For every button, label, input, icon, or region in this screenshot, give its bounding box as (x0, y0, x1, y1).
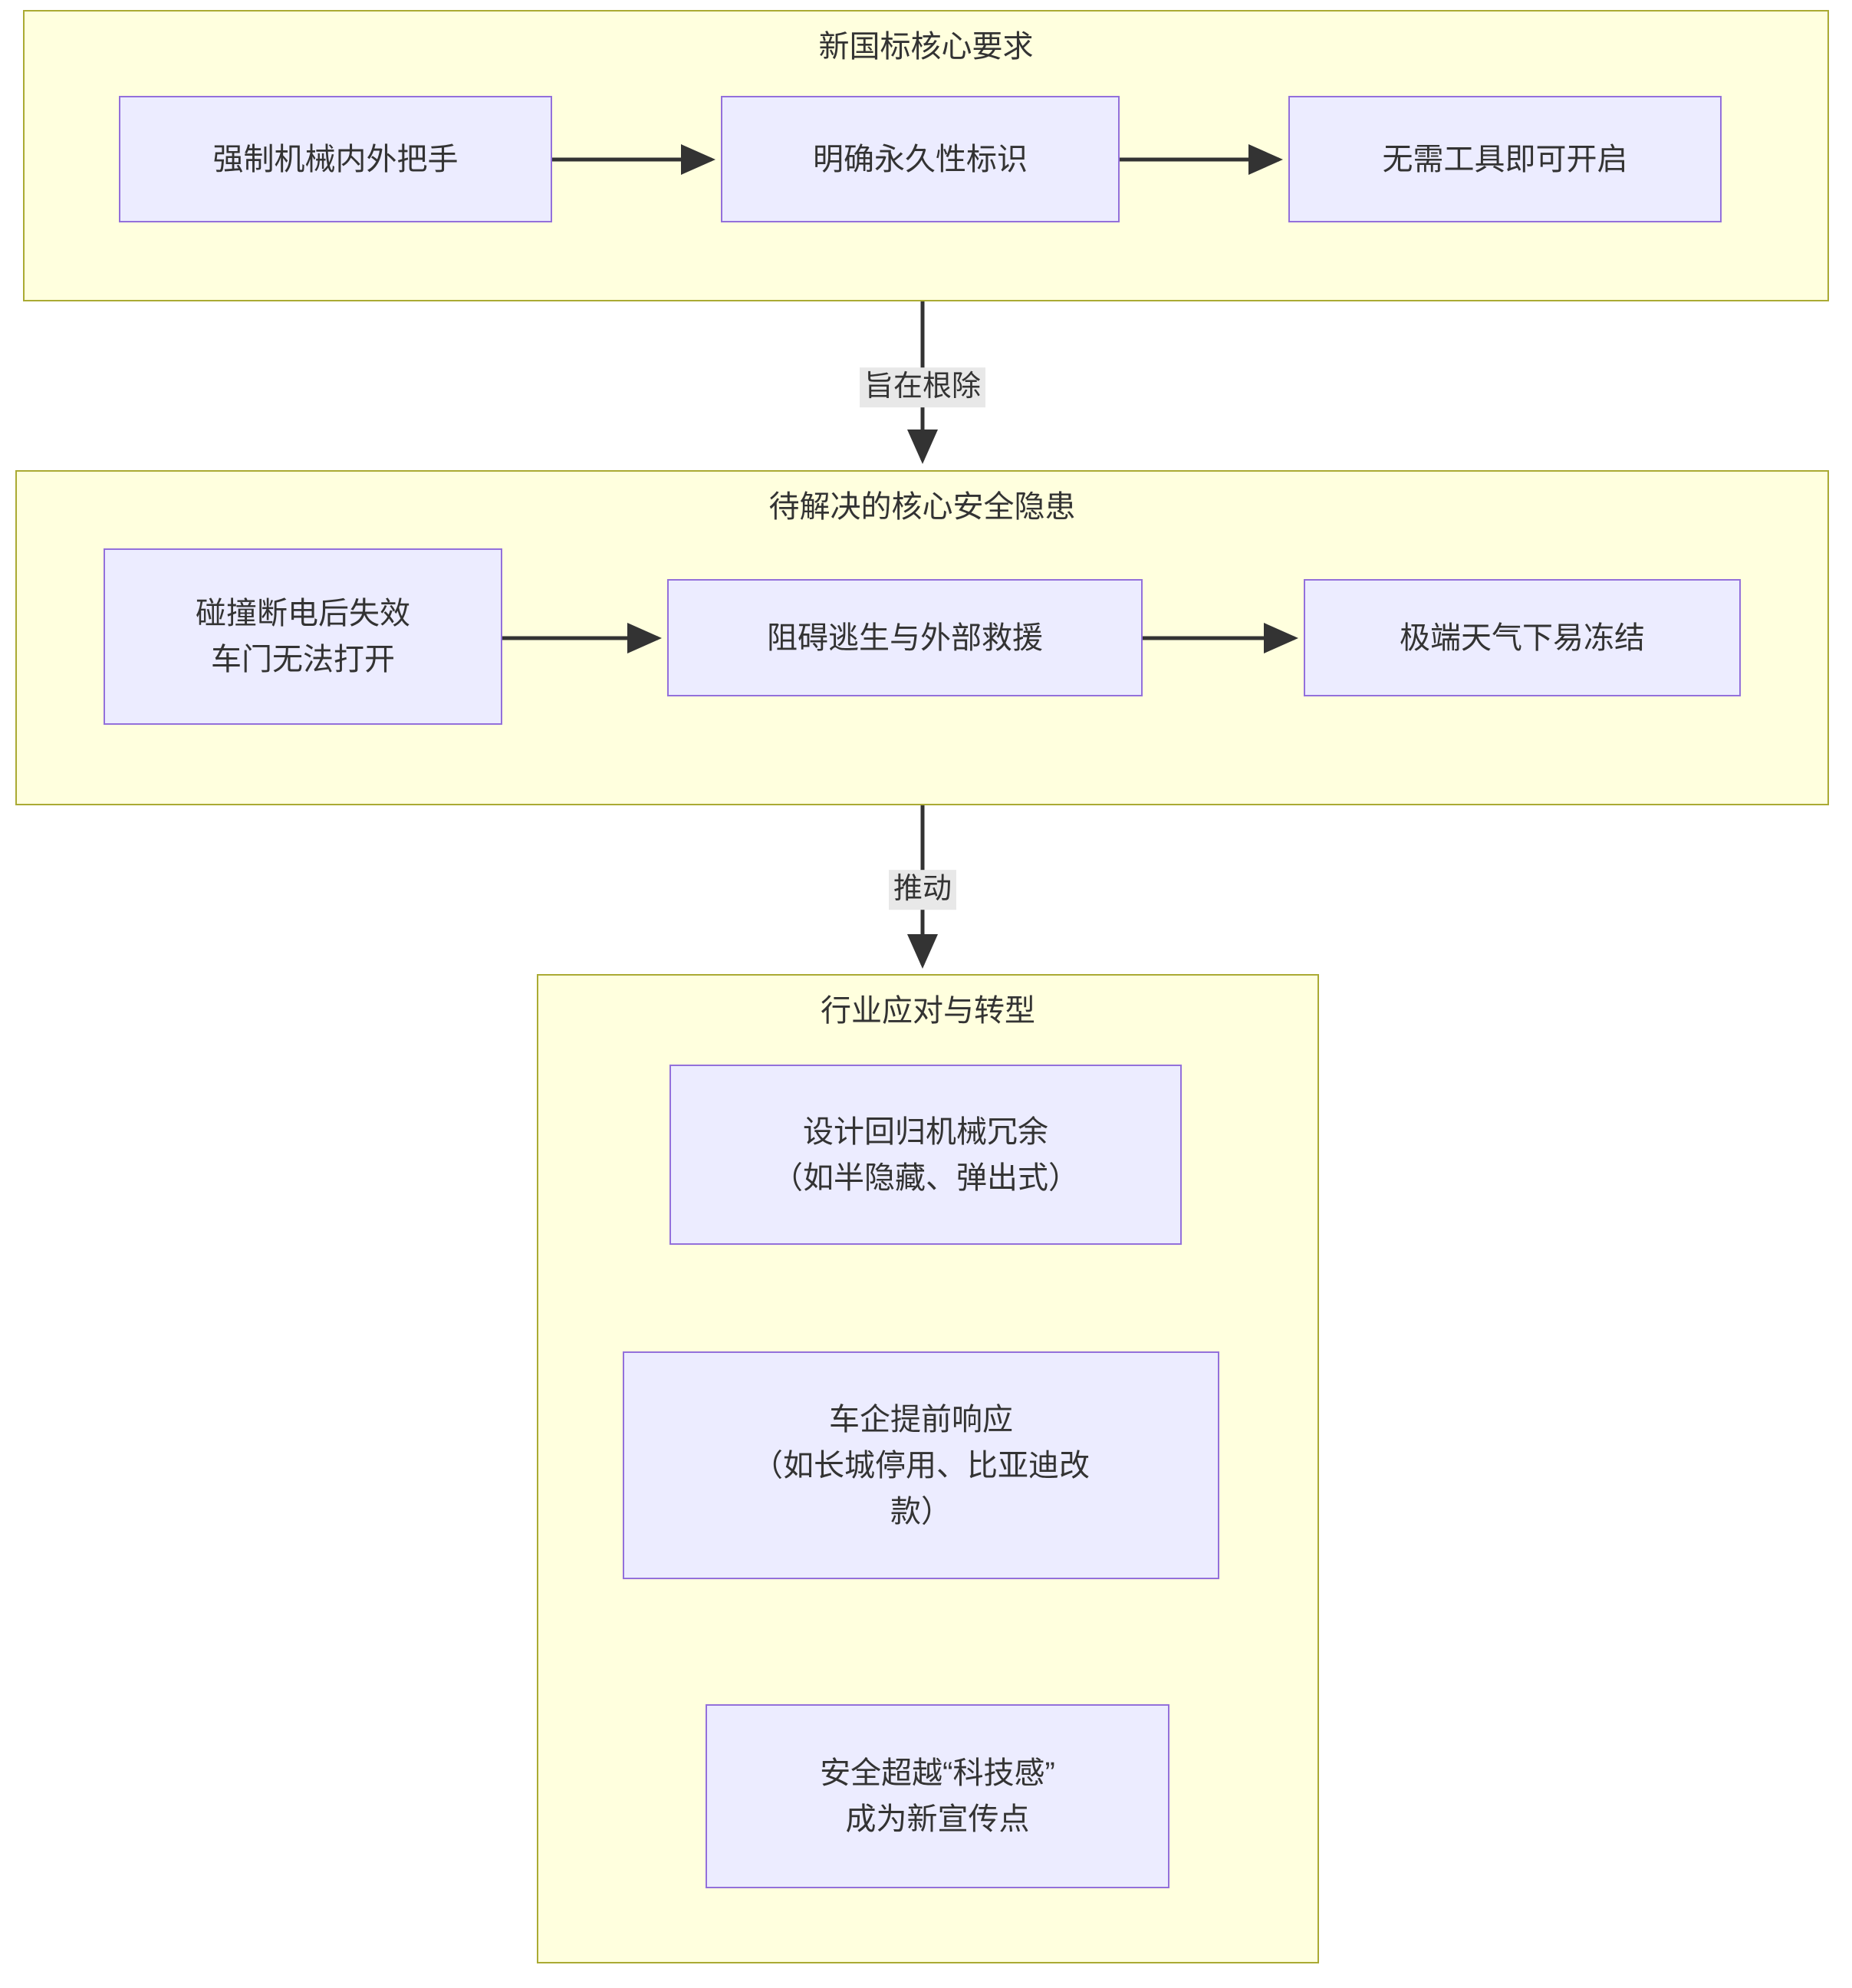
node-freezes-extreme-weather[interactable]: 极端天气下易冻结 (1304, 579, 1741, 696)
node-permanent-marking[interactable]: 明确永久性标识 (721, 96, 1120, 222)
node-label: 车企提前响应 （如长城停用、比亚迪改 款） (752, 1402, 1090, 1529)
node-label: 明确永久性标识 (813, 142, 1028, 176)
edge-label-drives: 推动 (888, 870, 957, 910)
cluster-industry-response-title: 行业应对与转型 (821, 994, 1035, 1028)
node-mechanical-redundancy-design[interactable]: 设计回归机械冗余 （如半隐藏、弹出式） (669, 1065, 1182, 1245)
node-label: 无需工具即可开启 (1382, 142, 1628, 176)
node-label: 极端天气下易冻结 (1400, 620, 1645, 655)
node-oem-early-response[interactable]: 车企提前响应 （如长城停用、比亚迪改 款） (623, 1351, 1219, 1579)
node-no-tool-opening[interactable]: 无需工具即可开启 (1288, 96, 1722, 222)
cluster-safety-hazards-title: 待解决的核心安全隐患 (768, 490, 1076, 524)
node-power-loss-door-fail[interactable]: 碰撞断电后失效 车门无法打开 (104, 548, 502, 725)
node-label: 碰撞断电后失效 车门无法打开 (196, 597, 410, 676)
node-mandatory-mechanical-handles[interactable]: 强制机械内外把手 (119, 96, 552, 222)
node-label: 强制机械内外把手 (212, 142, 459, 176)
node-blocks-escape-rescue[interactable]: 阻碍逃生与外部救援 (667, 579, 1143, 696)
node-safety-over-tech-feel[interactable]: 安全超越“科技感” 成为新宣传点 (706, 1704, 1169, 1888)
node-label: 设计回归机械冗余 （如半隐藏、弹出式） (772, 1114, 1079, 1195)
cluster-new-standard-title: 新国标核心要求 (818, 30, 1034, 64)
node-label: 安全超越“科技感” 成为新宣传点 (820, 1756, 1055, 1836)
edge-label-aims-to-eliminate: 旨在根除 (859, 367, 986, 407)
node-label: 阻碍逃生与外部救援 (767, 620, 1043, 655)
